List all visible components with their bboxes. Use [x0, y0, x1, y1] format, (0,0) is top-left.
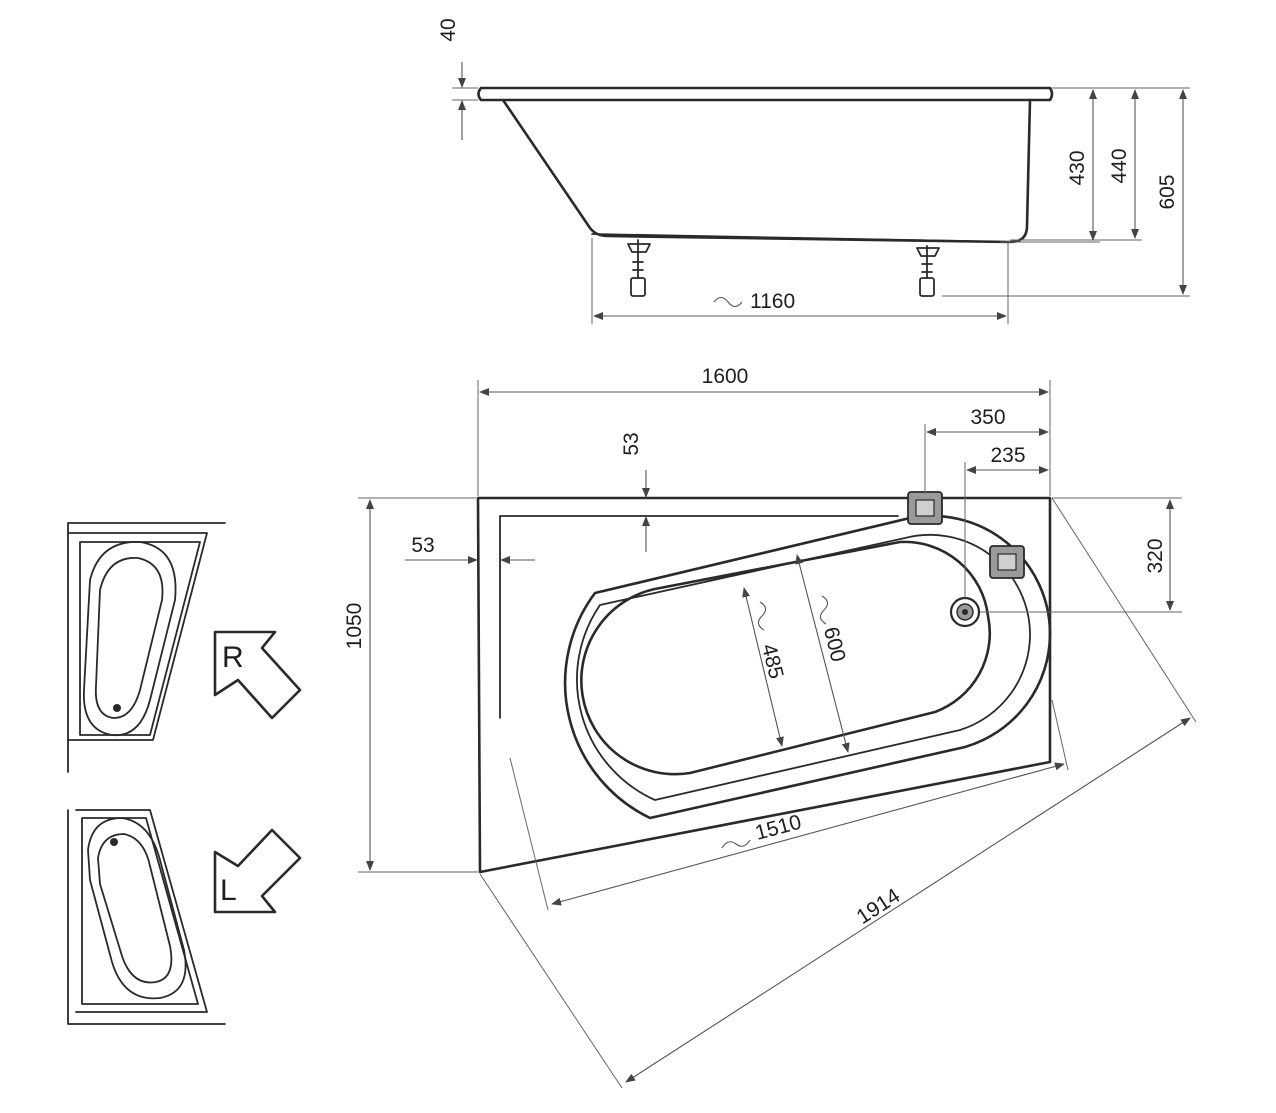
approx-symbol [819, 595, 829, 625]
variant-right-label: R [222, 641, 244, 674]
dim-rim-edge-left: 53 [405, 534, 535, 564]
rim-inner-edge [499, 515, 899, 719]
dim-overall-width: 1050 [343, 497, 478, 873]
thumb-basin-outer [83, 541, 177, 737]
label-diagonal-length: 1914 [853, 884, 905, 929]
overflow-fitting [907, 491, 943, 525]
variant-left: L [67, 809, 302, 1025]
approx-symbol [721, 839, 751, 849]
label-rim-thickness: 40 [437, 18, 460, 41]
inner-basin [580, 540, 992, 776]
arrow-left-icon [213, 828, 302, 914]
dim-overall-length: 1600 [477, 365, 1051, 496]
plan-view: 1600 350 235 320 53 53 [343, 365, 1197, 1089]
dim-rim-edge-top: 53 [620, 432, 650, 552]
tub-rim-side [477, 86, 1054, 102]
label-depth-outer: 440 [1108, 148, 1131, 183]
label-waste-offset-outer: 350 [970, 406, 1005, 429]
thumb-basin-inner-left [97, 833, 173, 984]
tub-outline-plan [476, 496, 1052, 874]
dim-diagonal-length: 1914 [479, 497, 1197, 1089]
variant-right: R [67, 522, 302, 773]
left-foot [627, 239, 651, 297]
dim-waste-offsets: 350 235 [924, 406, 1049, 598]
approx-symbol [713, 296, 743, 308]
label-basin-width-inner: 485 [757, 642, 788, 682]
label-waste-offset-inner: 235 [990, 444, 1025, 467]
approx-symbol [757, 601, 767, 631]
thumb-drain-icon-left [110, 838, 118, 846]
dim-rim-thickness: 40 [437, 18, 478, 140]
dim-leg-span: 1160 [591, 238, 1009, 324]
drain-icon [949, 596, 981, 628]
thumb-basin-inner [94, 557, 164, 719]
label-rim-edge-left: 53 [411, 534, 434, 557]
right-foot [916, 245, 940, 297]
arrow-right-icon [213, 630, 302, 720]
label-waste-side: 320 [1144, 538, 1167, 573]
variant-left-label: L [220, 874, 237, 907]
label-total-height: 605 [1156, 174, 1179, 209]
middle-basin [576, 533, 1031, 801]
dim-heights: 430 440 605 [942, 87, 1190, 297]
tap-fitting [989, 545, 1025, 579]
label-overall-length: 1600 [702, 365, 749, 388]
tub-base-line [591, 233, 1013, 243]
tub-body-side [501, 98, 1032, 244]
label-depth-inner: 430 [1066, 150, 1089, 185]
thumb-drain-icon [113, 704, 121, 712]
side-elevation-view: 40 430 440 605 1160 [437, 18, 1190, 324]
label-basin-length: 1510 [753, 811, 804, 845]
dim-waste-side: 320 [980, 497, 1182, 613]
outer-basin [563, 514, 1052, 820]
dim-basin-length: 1510 [509, 699, 1069, 911]
label-leg-span: 1160 [750, 290, 795, 313]
dim-basin-widths: 485 600 [742, 554, 850, 753]
label-rim-edge-top: 53 [620, 432, 643, 455]
thumb-basin-outer-left [87, 817, 187, 1000]
label-overall-width: 1050 [343, 603, 366, 650]
